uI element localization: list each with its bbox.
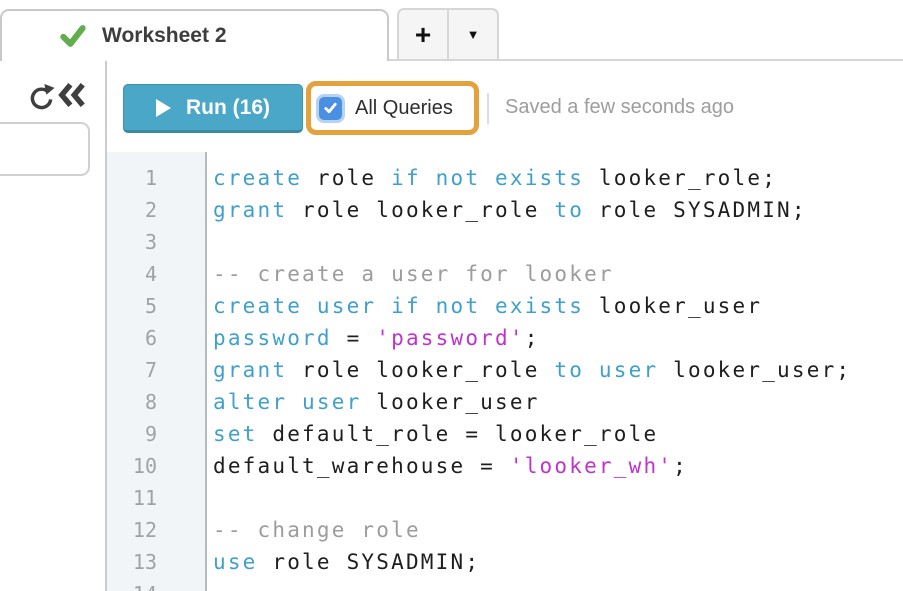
tab-worksheet-2[interactable]: Worksheet 2	[0, 9, 389, 61]
all-queries-label[interactable]: All Queries	[355, 96, 453, 119]
code-line[interactable]: use role SYSADMIN;	[213, 546, 903, 578]
line-number: 5	[144, 294, 157, 318]
line-number: 14	[107, 578, 157, 591]
code-line[interactable]: -- change role	[213, 514, 903, 546]
code-line[interactable]: default_warehouse = 'looker_wh';	[213, 450, 903, 482]
code-token: =	[331, 326, 377, 350]
play-icon	[156, 98, 171, 117]
all-queries-highlight-annotation: All Queries	[306, 81, 479, 135]
line-number: 1	[144, 166, 157, 190]
collapse-panel-icon[interactable]	[58, 81, 86, 112]
code-token: create	[213, 166, 303, 190]
code-token: grant	[213, 198, 288, 222]
line-number: 10	[132, 454, 157, 478]
code-token: password	[213, 326, 332, 350]
code-line[interactable]	[213, 226, 903, 258]
line-number: 2	[144, 198, 157, 222]
run-button[interactable]: Run (16)	[123, 84, 303, 133]
code-token: role looker_role	[287, 198, 555, 222]
tab-title: Worksheet 2	[102, 24, 227, 47]
code-line[interactable]: set default_role = looker_role	[213, 418, 903, 450]
code-token: ;	[524, 326, 540, 350]
all-queries-checkbox[interactable]	[319, 96, 342, 120]
new-worksheet-button[interactable]: +	[397, 8, 449, 61]
worksheet-menu-button[interactable]: ▼	[447, 8, 499, 61]
code-line[interactable]	[213, 578, 903, 591]
code-token: -- change role	[213, 518, 421, 542]
line-number-gutter: 1234567891011121314	[107, 152, 207, 591]
code-token: default_role = looker_role	[257, 422, 659, 446]
line-number: 9	[144, 422, 157, 446]
code-token: role SYSADMIN;	[584, 198, 807, 222]
code-token: role looker_role	[287, 358, 555, 382]
saved-status: Saved a few seconds ago	[505, 96, 735, 118]
code-line[interactable]: alter user looker_user	[213, 386, 903, 418]
run-button-label: Run (16)	[186, 95, 270, 119]
code-lines[interactable]: create role if not exists looker_role;gr…	[207, 152, 903, 591]
code-token: role	[302, 166, 392, 190]
code-token: looker_user	[584, 294, 763, 318]
code-token: alter user	[213, 390, 362, 414]
code-token: 'password'	[376, 326, 525, 350]
line-number: 6	[144, 326, 157, 350]
code-token: create user if not exists	[213, 294, 585, 318]
line-number: 11	[132, 486, 157, 510]
code-token: looker_role;	[584, 166, 778, 190]
refresh-icon[interactable]	[28, 82, 55, 115]
code-token: default_warehouse =	[213, 454, 510, 478]
code-line[interactable]: grant role looker_role to role SYSADMIN;	[213, 194, 903, 226]
code-line[interactable]: create user if not exists looker_user	[213, 290, 903, 322]
tab-button-group: + ▼	[397, 8, 499, 61]
code-line[interactable]: password = 'password';	[213, 322, 903, 354]
line-number: 7	[144, 358, 157, 382]
code-line[interactable]: create role if not exists looker_role;	[213, 162, 903, 194]
code-token: looker_user;	[658, 358, 852, 382]
code-line[interactable]: grant role looker_role to user looker_us…	[213, 354, 903, 386]
code-token: 'looker_wh'	[509, 454, 674, 478]
code-token: if not exists	[391, 166, 585, 190]
code-token: ;	[673, 454, 688, 478]
code-token: -- create a user for looker	[213, 262, 614, 286]
line-number: 12	[132, 518, 157, 542]
toolbar-divider	[487, 93, 489, 124]
code-token: grant	[213, 358, 288, 382]
code-token: use	[213, 550, 258, 574]
saved-check-icon	[58, 22, 88, 50]
line-number: 13	[132, 550, 157, 574]
sql-editor: 1234567891011121314 create role if not e…	[107, 152, 903, 591]
panel-divider	[105, 61, 107, 591]
code-token: to user	[554, 358, 659, 382]
line-number: 4	[144, 262, 157, 286]
code-token: looker_user	[361, 390, 540, 414]
sidebar-search-input[interactable]	[0, 122, 90, 176]
line-number: 8	[144, 390, 157, 414]
code-line[interactable]	[213, 482, 903, 514]
code-token: role SYSADMIN;	[257, 550, 481, 574]
code-token: set	[213, 422, 258, 446]
code-token: to	[554, 198, 585, 222]
line-number: 3	[144, 230, 157, 254]
code-line[interactable]: -- create a user for looker	[213, 258, 903, 290]
